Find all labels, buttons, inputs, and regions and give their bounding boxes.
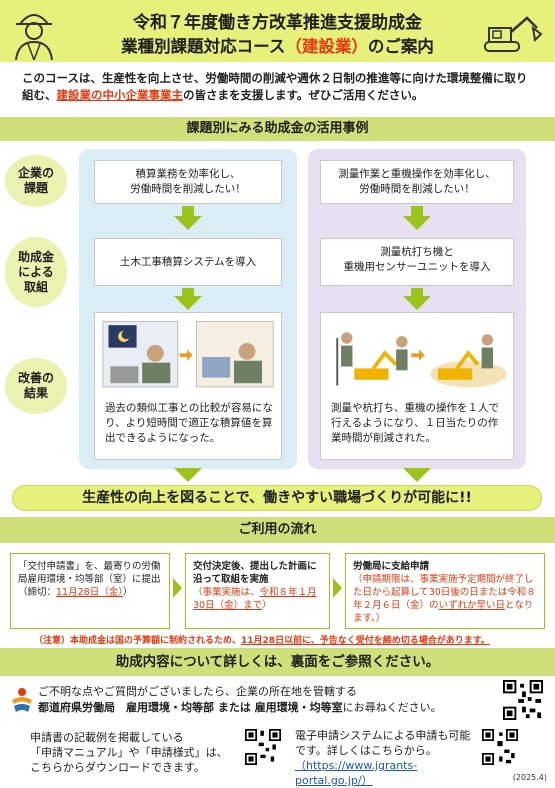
ministry-logo-icon [12,688,32,712]
case-right-result-text: 測量や杭打ち、重機の操作を１人で行えるようになり、１日当たりの作業時間が削減され… [331,402,499,444]
deadline-note: （注意）本助成金は国の予算額に制約されるため、11月28日以前に、予告なく受付を… [34,636,490,646]
section-title-flow: ご利用の流れ [0,517,555,543]
electronic-application-info: 電子申請システムによる申請も可能です。詳しくはこちらから。 （https://w… [295,728,480,788]
case-left-issue: 積算業務を効率化し、 労働時間を削減したい！ [94,160,282,204]
case-left-result-text: 過去の類似工事との比較が容易になり、より短時間で適正な積算値を算出できるようにな… [105,402,273,444]
section-title-details: 助成内容について詳しくは、裏面をご参照ください。 [0,648,555,676]
excavator-icon [484,16,543,52]
arrow-right-icon [333,578,342,598]
header: 令和７年度働き方改革推進支援助成金 業種別課題対応コース（建設業）のご案内 [0,0,555,62]
download-info: 申請書の記載例を掲載している 「申請マニュアル」や「申請様式」は、 こちらからダ… [30,731,228,774]
label-result: 改善の 結果 [5,358,67,414]
arrow-right-icon [173,578,182,598]
qr-code-icon[interactable] [245,729,281,765]
page-subtitle: 業種別課題対応コース（建設業）のご案内 [121,37,434,56]
arrow-down-icon [403,468,431,482]
arrow-down-icon [174,216,202,230]
flow-step-3: 労働局に支給申請 （申請期限は、事業実施予定期間が終了した日から起算して30日後… [345,553,545,629]
qr-code-icon[interactable] [482,729,518,765]
construction-worker-icon [15,14,53,60]
flow-step-1: 「交付申請書」を、最寄りの労働局雇用環境・均等部（室）に提出 （締切：11月28… [10,553,170,629]
case-left-result: 過去の類似工事との比較が容易になり、より短時間で適正な積算値を算出できるようにな… [94,312,282,460]
arrow-stem [182,288,194,298]
jgrants-link[interactable]: （https://www.jgrants-portal.go.jp/） [295,759,418,787]
arrow-down-icon [403,296,431,310]
arrow-stem [182,206,194,218]
intro-text: このコースは、生産性を向上させ、労働時間の削減や週休２日制の推進等に向けた環境整… [22,71,528,102]
office-night-illustration [102,320,274,388]
label-issue: 企業の 課題 [5,155,67,207]
arrow-stem [411,206,423,218]
issue-date: (2025.4) [512,773,547,782]
case-right-measure: 測量杭打ち機と 重機用センサーユニットを導入 [320,238,514,286]
page-title: 令和７年度働き方改革推進支援助成金 [133,13,422,33]
qr-code-icon[interactable] [503,680,543,720]
case-right-result: 測量や杭打ち、重機の操作を１人で行えるようになり、１日当たりの作業時間が削減され… [320,312,514,460]
case-right-issue: 測量作業と重機操作を効率化し、 労働時間を削減したい！ [320,160,514,204]
contact-info: ご不明な点やご質問がございましたら、企業の所在地を管轄する 都道府県労働局 雇用… [38,685,442,714]
arrow-down-icon [174,468,202,482]
label-measure: 助成金 による 取組 [5,237,67,307]
arrow-down-icon [403,216,431,230]
arrow-stem [411,288,423,298]
case-left-measure: 土木工事積算システムを導入 [94,238,282,286]
flow-step-2: 交付決定後、提出した計画に沿って取組を実施 （事業実施は、令和８年１月30日（金… [185,553,330,629]
result-banner: 生産性の向上を図ることで、働きやすい職場づくりが可能に!! [12,485,542,511]
survey-excavator-illustration [336,332,507,388]
section-title-cases: 課題別にみる助成金の活用事例 [0,117,555,141]
arrow-down-icon [174,296,202,310]
